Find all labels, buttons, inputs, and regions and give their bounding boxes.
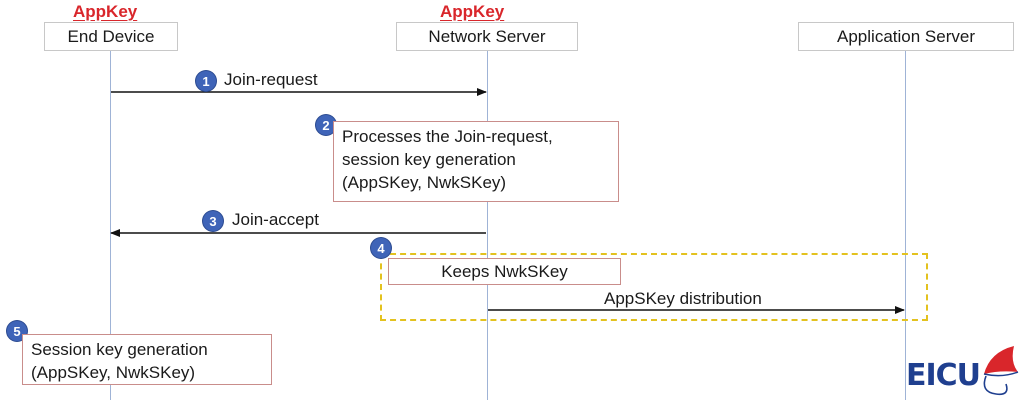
note-line: Session key generation — [31, 340, 208, 359]
step-2-badge: 2 — [316, 115, 336, 135]
end-device-box: End Device — [44, 22, 178, 51]
end-device-key-label: AppKey — [73, 2, 138, 21]
step-4-group-box — [380, 253, 928, 321]
network-server-key-label: AppKey — [440, 2, 505, 21]
logo-text: EICU — [906, 358, 981, 393]
network-server-box: Network Server — [396, 22, 578, 51]
session-key-generation-note: Session key generation (AppSKey, NwkSKey… — [22, 334, 272, 385]
note-line: Processes the Join-request, — [342, 127, 553, 146]
note-line: session key generation — [342, 150, 516, 169]
network-server-lifeline — [487, 50, 488, 400]
join-accept-label: Join-accept — [232, 210, 319, 229]
join-request-label: Join-request — [224, 70, 318, 89]
appskey-distribution-label: AppSKey distribution — [604, 289, 762, 308]
processes-join-request-note: Processes the Join-request, session key … — [333, 121, 619, 202]
note-line: (AppSKey, NwkSKey) — [342, 173, 507, 192]
kite-icon — [983, 346, 1019, 396]
application-server-lifeline — [905, 50, 906, 400]
application-server-box: Application Server — [798, 22, 1014, 51]
end-device-lifeline — [110, 50, 111, 400]
keeps-nwkskey-note: Keeps NwkSKey — [388, 258, 621, 285]
step-3-badge: 3 — [203, 211, 223, 231]
step-1-badge: 1 — [196, 71, 216, 91]
step-4-badge: 4 — [371, 238, 391, 258]
note-line: (AppSKey, NwkSKey) — [31, 363, 196, 382]
eicu-logo: EICU — [906, 344, 1024, 400]
